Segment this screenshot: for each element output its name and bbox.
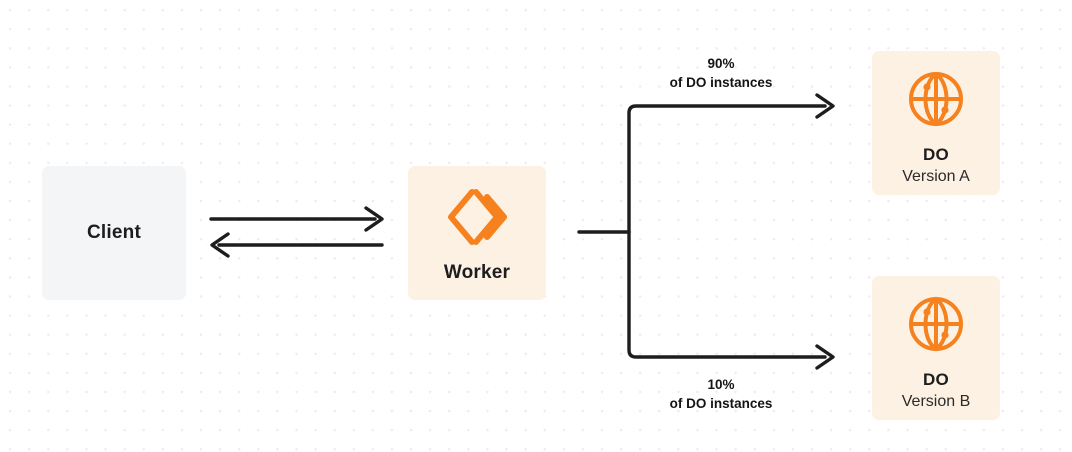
edge-label-do-a: 90% of DO instances xyxy=(597,54,845,92)
edge-label-do-b-percent: 10% xyxy=(707,377,735,392)
node-client-label: Client xyxy=(87,222,141,243)
arrow-worker-to-do-b xyxy=(627,230,835,370)
node-do-version-a-subtitle: Version A xyxy=(902,168,970,185)
arrow-client-to-worker xyxy=(209,206,384,232)
edge-label-do-b: 10% of DO instances xyxy=(597,375,845,413)
node-worker[interactable]: Worker xyxy=(408,166,546,300)
node-do-version-a-title: DO xyxy=(922,145,950,164)
node-worker-label: Worker xyxy=(443,262,511,283)
globe-icon xyxy=(906,294,966,354)
edge-label-do-a-percent: 90% xyxy=(707,56,735,71)
cloudflare-workers-logo-icon xyxy=(446,188,508,246)
arrow-worker-to-do-a xyxy=(627,93,835,234)
edge-label-do-b-caption: of DO instances xyxy=(669,396,773,411)
node-do-version-a[interactable]: DO Version A xyxy=(872,51,1000,195)
edge-label-do-a-caption: of DO instances xyxy=(669,75,773,90)
globe-icon xyxy=(906,69,966,129)
node-do-version-b[interactable]: DO Version B xyxy=(872,276,1000,420)
node-client[interactable]: Client xyxy=(42,166,186,300)
arrow-worker-to-client xyxy=(210,232,384,258)
node-do-version-b-title: DO xyxy=(922,370,950,389)
node-do-version-b-subtitle: Version B xyxy=(901,393,971,410)
